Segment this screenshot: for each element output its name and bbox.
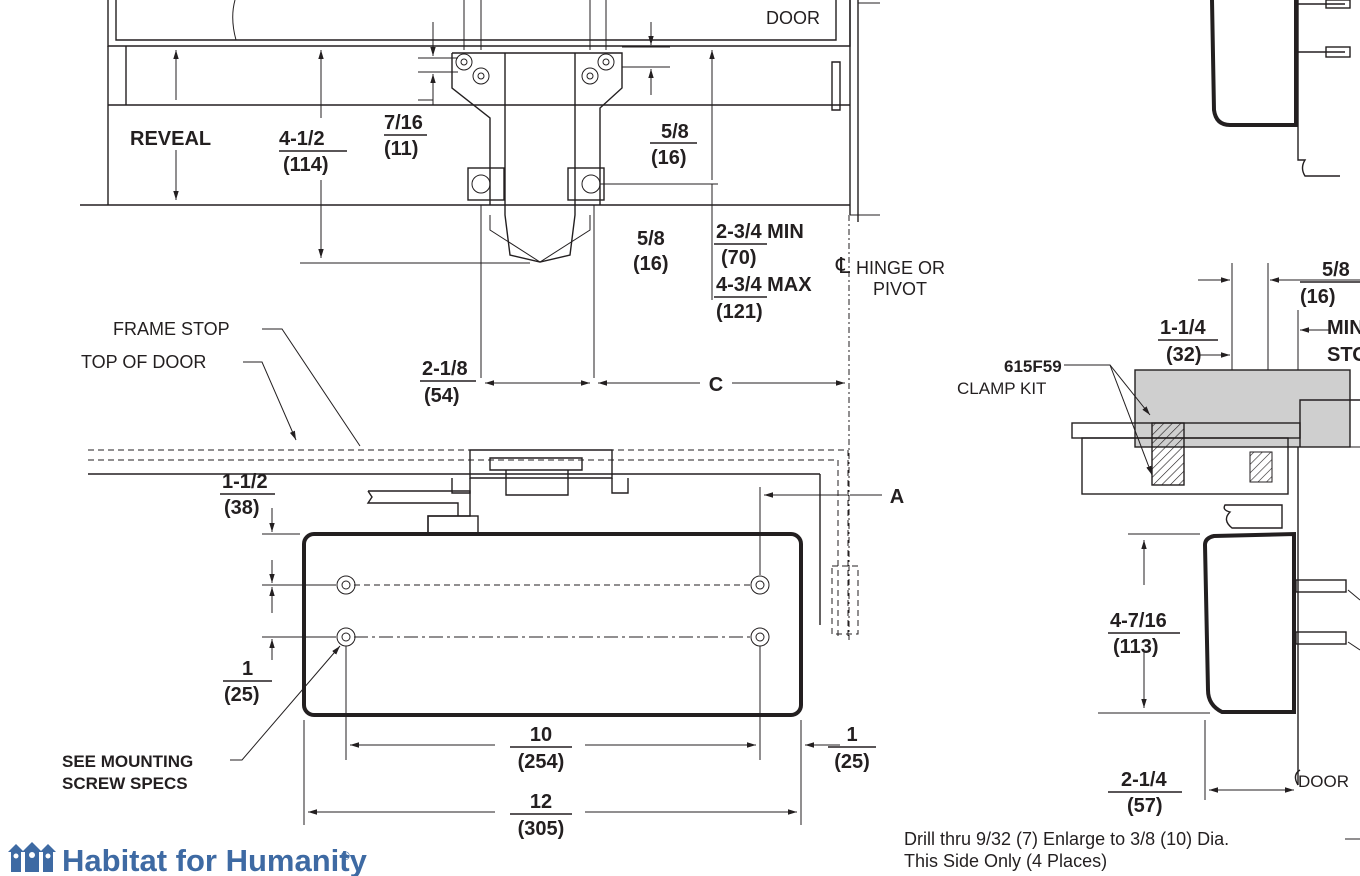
label-min-stop-2: STO [1327,344,1360,366]
label-2-1-8: 2-1/8 [422,358,468,380]
label-drill-1: Drill thru 9/32 (7) Enlarge to 3/8 (10) … [904,829,1229,849]
centerline-symbol: ℄ [835,253,851,278]
label-door-top: DOOR [766,8,820,28]
label-114: (114) [283,154,329,176]
closer-elevation [88,328,882,825]
label-see-mounting-1: SEE MOUNTING [62,752,193,771]
bracket-screw-holes [455,53,615,85]
label-5-8-a: 5/8 [661,121,689,143]
label-16-b: (16) [633,253,669,275]
label-reveal: REVEAL [130,128,211,150]
label-door-right: DOOR [1298,772,1349,791]
label-2-1-4: 2-1/4 [1121,769,1167,791]
label-16-a: (16) [651,147,687,169]
habitat-logo: Habitat for Humanity ® [8,842,368,876]
houses-people-icon [8,842,56,872]
label-clamp-kit: CLAMP KIT [957,379,1046,398]
label-615f59: 615F59 [1004,357,1062,376]
label-7-16: 7/16 [384,112,423,134]
label-16-r: (16) [1300,286,1336,308]
label-c: C [709,374,723,396]
label-frame-stop: FRAME STOP [113,319,230,339]
label-a: A [890,486,904,508]
label-113: (113) [1113,636,1159,658]
label-see-mounting-2: SCREW SPECS [62,774,188,793]
label-5-8-r: 5/8 [1322,259,1350,281]
label-32: (32) [1166,344,1202,366]
logo-registered-mark: ® [341,849,350,863]
label-121: (121) [716,301,763,323]
label-1-a: 1 [242,658,253,680]
label-10: 10 [530,724,552,746]
label-38: (38) [224,497,260,519]
label-4-7-16: 4-7/16 [1110,610,1167,632]
mounting-holes [336,575,770,647]
label-drill-2: This Side Only (4 Places) [904,851,1107,871]
label-1-1-4: 1-1/4 [1160,317,1206,339]
logo-text: Habitat for Humanity [62,843,368,876]
label-254: (254) [518,751,565,773]
top-view [80,0,880,640]
label-4-3-4-max: 4-3/4 MAX [716,274,812,296]
label-1-b: 1 [846,724,857,746]
side-section-views [1064,0,1360,800]
label-25-a: (25) [224,684,260,706]
label-hinge-1: HINGE OR [856,258,945,278]
labels: DOOR REVEAL 4-1/2 (114) 7/16 (11) 5/8 (1… [62,8,1360,871]
label-min-stop-1: MIN [1327,317,1360,339]
label-5-8-b: 5/8 [637,228,665,250]
label-1-1-2: 1-1/2 [222,471,268,493]
label-hinge-2: PIVOT [873,279,927,299]
label-70: (70) [721,247,757,269]
label-57: (57) [1127,795,1163,817]
label-2-3-4-min: 2-3/4 MIN [716,221,804,243]
label-top-of-door: TOP OF DOOR [81,352,206,372]
label-305: (305) [518,818,565,840]
label-4-1-2: 4-1/2 [279,128,325,150]
label-54: (54) [424,385,460,407]
label-25-b: (25) [834,751,870,773]
label-12: 12 [530,791,552,813]
label-11: (11) [384,138,418,160]
